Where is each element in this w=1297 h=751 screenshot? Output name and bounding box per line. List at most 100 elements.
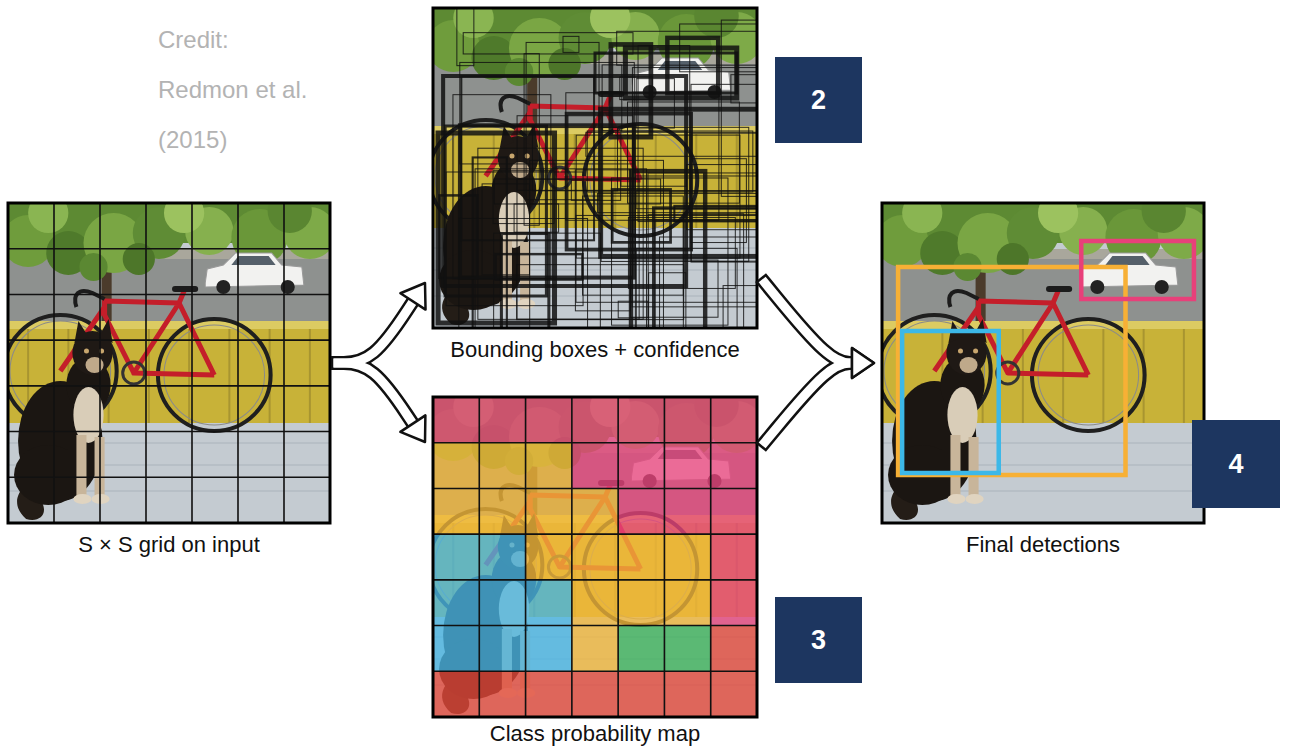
illustration-shape (164, 203, 204, 233)
illustration-shape (433, 625, 757, 627)
illustration-shape (1081, 241, 1194, 299)
illustration-shape (572, 397, 618, 443)
panel-caption: Bounding boxes + confidence (429, 338, 761, 362)
illustration-shape (99, 203, 101, 523)
flow-arrow (338, 300, 414, 363)
illustration-shape (283, 203, 285, 523)
illustration-shape (309, 329, 311, 423)
illustration-shape (479, 397, 525, 443)
illustration-shape (664, 580, 710, 626)
illustration-shape (683, 214, 743, 328)
image-frame (433, 8, 757, 328)
illustration-shape (526, 534, 572, 580)
panel-caption: S × S grid on input (4, 533, 334, 557)
illustration-shape (509, 154, 514, 159)
illustration-shape (85, 357, 103, 373)
illustration-shape (216, 280, 230, 294)
illustration-shape (711, 671, 757, 717)
illustration-shape (479, 443, 525, 489)
illustration-shape (433, 580, 479, 626)
illustration-shape (969, 437, 979, 497)
arrow-outlines (338, 283, 854, 442)
illustration-shape (628, 102, 740, 203)
illustration-shape (572, 580, 618, 626)
illustration-shape (902, 203, 942, 233)
illustration-shape (711, 397, 757, 443)
illustration-shape (710, 397, 712, 717)
illustration-shape (1105, 256, 1149, 265)
arrowhead (852, 348, 874, 378)
illustration-shape (79, 253, 107, 281)
illustration-shape (443, 76, 686, 286)
illustration-shape (228, 329, 230, 423)
arrowhead (852, 348, 874, 378)
image-panel: Final detections (878, 203, 1208, 557)
illustration-shape (145, 203, 147, 523)
image-panel: Bounding boxes + confidence (429, 8, 761, 362)
illustration-shape (997, 243, 1029, 275)
illustration-shape (73, 494, 91, 504)
illustration-shape (76, 435, 86, 497)
boxes-image (433, 8, 757, 328)
illustration-shape (475, 169, 646, 328)
illustration-shape (526, 488, 572, 534)
illustration-shape (433, 8, 757, 328)
illustration-shape (433, 397, 757, 717)
illustration-shape (148, 329, 150, 423)
arrow-shaft (765, 283, 854, 363)
illustration-shape (433, 488, 479, 534)
illustration-shape (618, 534, 664, 580)
boxes-scene (433, 8, 757, 328)
illustration-shape (461, 76, 594, 240)
illustration-shape (463, 33, 633, 54)
image-frame (882, 203, 1204, 523)
illustration-shape (433, 626, 479, 672)
illustration-shape (973, 349, 978, 354)
illustration-shape (664, 397, 666, 717)
arrowhead (400, 283, 425, 310)
illustration-shape (618, 671, 664, 717)
grid-scene (8, 203, 330, 523)
callout-badge: 4 (1192, 420, 1280, 508)
grid-image (8, 203, 330, 523)
image-panel: S × S grid on input (4, 203, 334, 557)
illustration-shape (433, 671, 479, 717)
image-area (882, 203, 1204, 523)
image-area (433, 397, 757, 717)
credit-note: Credit: Redmon et al. (2015) (158, 15, 320, 165)
illustration-shape (959, 357, 977, 373)
illustration-shape (617, 397, 619, 717)
illustration-shape (572, 488, 618, 534)
illustration-shape (571, 180, 620, 200)
illustration-shape (571, 397, 573, 717)
illustration-shape (517, 299, 535, 309)
illustration-shape (433, 443, 479, 489)
illustration-shape (433, 397, 479, 443)
illustration-shape (526, 443, 572, 489)
illustration-shape (479, 534, 525, 580)
illustration-shape (501, 234, 548, 328)
arrow-shaft (338, 300, 414, 363)
illustration-shape (479, 488, 525, 534)
illustration-shape (694, 8, 739, 38)
illustration-shape (664, 626, 710, 672)
illustration-shape (433, 442, 757, 444)
arrow-shaft (338, 363, 414, 425)
flow-arrow (338, 363, 414, 425)
illustration-shape (526, 580, 572, 626)
illustration-shape (611, 44, 651, 137)
illustration-shape (53, 203, 55, 523)
illustration-shape (457, 8, 474, 65)
illustration-shape (28, 203, 68, 233)
illustration-shape (281, 280, 295, 294)
arrow-shaft (765, 363, 854, 442)
illustration-shape (1022, 329, 1024, 423)
image-frame (433, 397, 757, 717)
illustration-shape (618, 626, 664, 672)
illustration-shape (618, 397, 664, 443)
illustration-shape (478, 397, 480, 717)
panel-caption: Final detections (878, 533, 1208, 557)
